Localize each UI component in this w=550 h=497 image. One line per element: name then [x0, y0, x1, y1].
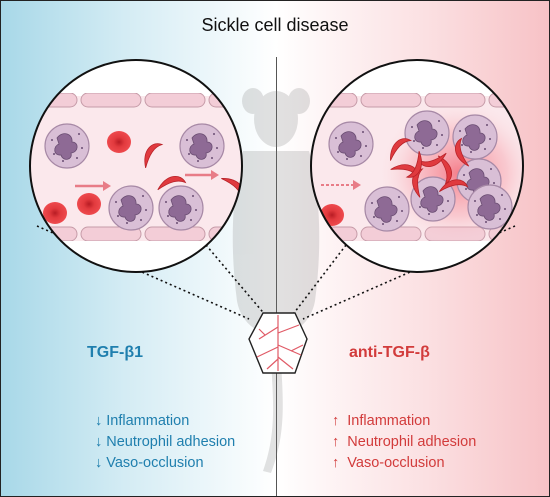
panel-divider: [276, 57, 277, 496]
mouse-silhouette-icon: [211, 88, 341, 473]
up-arrow-icon: ↑: [332, 455, 340, 471]
up-arrow-icon: ↑: [332, 413, 340, 429]
right-effect-item: ↑ Neutrophil adhesion: [332, 434, 477, 450]
blood-vessel-network-icon: [248, 312, 308, 374]
left-effect-item: ↓Neutrophil adhesion: [95, 434, 236, 450]
flow-arrow-icon: [75, 170, 219, 191]
right-effect-item: ↑ Vaso-occlusion: [332, 455, 445, 471]
left-treatment-label: TGF-β1: [87, 344, 143, 361]
right-treatment-label: anti-TGF-β: [349, 344, 430, 361]
left-magnified-vessel: [29, 59, 243, 273]
right-effects-list: ↑ Inflammation ↑ Neutrophil adhesion ↑ V…: [332, 411, 476, 474]
right-magnified-vessel: [310, 59, 524, 273]
down-arrow-icon: ↓: [95, 413, 103, 429]
up-arrow-icon: ↑: [332, 434, 340, 450]
right-effect-item: ↑ Inflammation: [332, 413, 431, 429]
down-arrow-icon: ↓: [95, 434, 103, 450]
down-arrow-icon: ↓: [95, 455, 103, 471]
left-effect-item: ↓Vaso-occlusion: [95, 455, 204, 471]
left-effects-list: ↓Inflammation ↓Neutrophil adhesion ↓Vaso…: [95, 411, 235, 474]
left-effect-item: ↓Inflammation: [95, 413, 190, 429]
figure-title: Sickle cell disease: [201, 15, 349, 35]
